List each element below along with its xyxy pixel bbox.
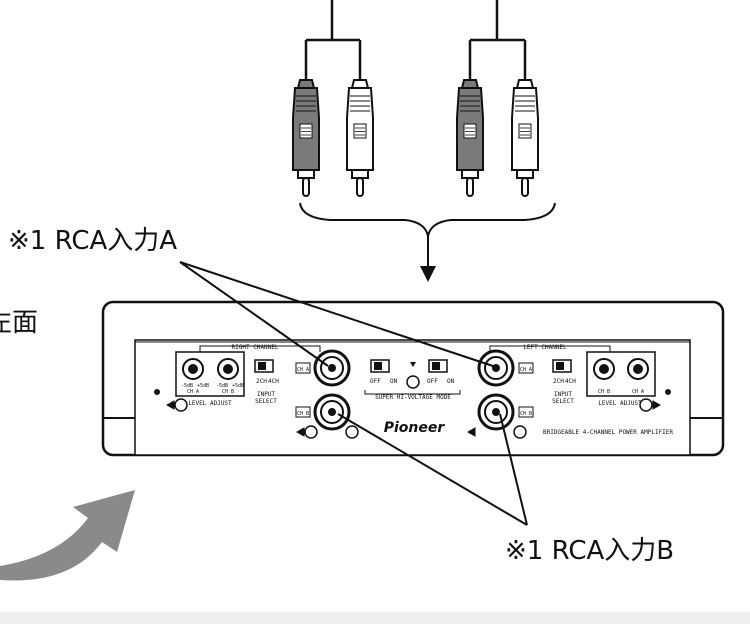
callout-rca-input-a: ※1 RCA入力A [8, 226, 178, 256]
input-select-switch-l [552, 359, 572, 373]
input-select-label-r2: SELECT [255, 398, 277, 405]
rca-plugs [292, 79, 539, 197]
input-select-label-l2: SELECT [552, 398, 574, 405]
db-min-2: -5dB [216, 383, 228, 389]
down-arrow-head [420, 266, 436, 282]
ch-b-label-l: CH B [598, 389, 610, 395]
off-label-2: OFF [427, 378, 438, 385]
ch4-label-r: 4CH [268, 378, 279, 385]
callout-rca-input-b: ※1 RCA入力B [505, 536, 675, 566]
bottom-bar [0, 612, 750, 624]
model-label: BRIDGEABLE 4-CHANNEL POWER AMPLIFIER [543, 429, 673, 436]
ch2-label-l: 2CH [553, 378, 564, 385]
ch-a-jack-label-r: CH A [297, 367, 309, 373]
ch-a-label-l: CH A [632, 389, 644, 395]
ch-a-label-r: CH A [187, 389, 199, 395]
on-label-1: ON [390, 378, 398, 385]
level-adjust-label-r: LEVEL ADJUST [188, 400, 232, 407]
bracket-arrow [299, 202, 556, 270]
rca-plug-4 [511, 79, 539, 197]
ch-a-jack-label-l: CH A [520, 367, 532, 373]
level-adjust-left [586, 351, 656, 397]
ch-b-jack-label-l: CH B [520, 411, 532, 417]
rca-cable-pair-left [304, 0, 362, 80]
ch-b-label-r: CH B [222, 389, 234, 395]
input-select-label-r1: INPUT [257, 391, 275, 398]
ground-markers [154, 389, 671, 439]
rca-jack-a-right [295, 349, 351, 387]
ch2-label-r: 2CH [256, 378, 267, 385]
ch4-label-l: 4CH [565, 378, 576, 385]
level-adjust-right [175, 351, 245, 397]
side-label: 左面 [0, 308, 39, 338]
brand-logo: Pioneer [384, 420, 446, 436]
hi-voltage-switches [364, 359, 461, 395]
left-channel-label: LEFT CHANNEL [523, 344, 567, 351]
ch-b-jack-label-r: CH B [297, 411, 309, 417]
on-label-2: ON [447, 378, 455, 385]
level-adjust-label-l: LEVEL ADJUST [598, 400, 642, 407]
hi-voltage-mode-label: SUPER HI-VOLTAGE MODE [375, 394, 451, 401]
rca-jack-b-right [295, 393, 359, 439]
rca-cable-pair-right [468, 0, 527, 80]
rca-plug-3 [456, 79, 484, 197]
right-channel-label: RIGHT CHANNEL [232, 344, 279, 351]
rca-plug-1 [292, 79, 320, 197]
rca-jack-a-left [477, 349, 534, 387]
channel-headers [199, 345, 611, 352]
callout-leaders [179, 261, 528, 526]
db-min-1: -5dB [181, 383, 193, 389]
rca-plug-2 [346, 79, 374, 197]
input-select-switch-r [254, 359, 274, 373]
rotate-arrow [0, 490, 135, 581]
db-max-2: +5dB [232, 383, 244, 389]
off-label-1: OFF [370, 378, 381, 385]
input-select-label-l1: INPUT [554, 391, 572, 398]
db-max-1: +5dB [197, 383, 209, 389]
